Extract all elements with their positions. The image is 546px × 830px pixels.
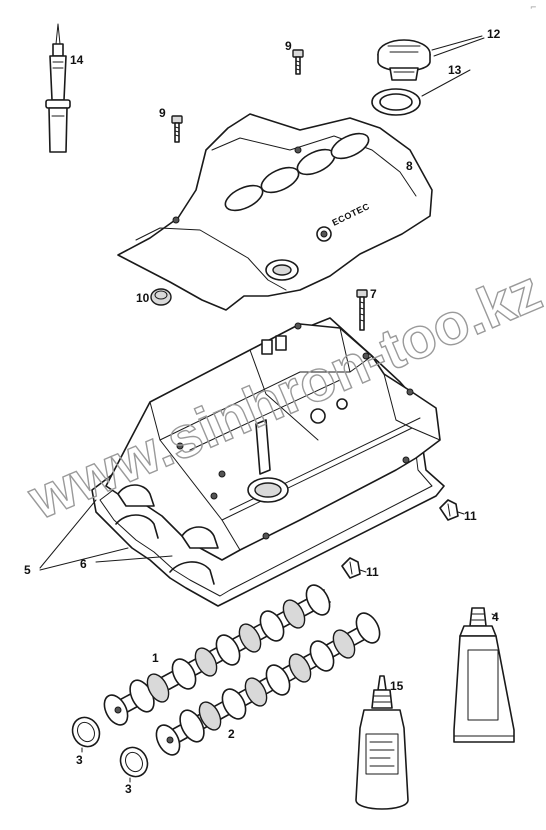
callout-3-upper: 3 [76, 753, 83, 767]
leader-11b [359, 569, 367, 573]
leader-4 [491, 613, 497, 617]
part-3-seal-lower [119, 746, 149, 778]
callout-6: 6 [80, 557, 87, 571]
leader-11a [457, 511, 465, 515]
callout-4: 4 [492, 610, 499, 624]
part-10-grommet [150, 288, 172, 306]
part-1-camshaft-intake [103, 584, 331, 726]
part-4-grease-tube [453, 607, 515, 743]
callout-9-left: 9 [159, 106, 166, 120]
callout-14: 14 [70, 53, 84, 67]
callout-11-upper: 11 [464, 509, 477, 523]
part-7-bolt [356, 289, 368, 331]
callout-2: 2 [228, 727, 235, 741]
leader-6 [95, 555, 173, 563]
leader-5a [39, 499, 97, 569]
part-15-liquid-bottle [355, 675, 409, 810]
part-11-clip-lower [341, 557, 361, 579]
part-9-bolt-top [292, 49, 304, 75]
part-11-clip-upper [439, 499, 459, 521]
leader-12 [431, 35, 483, 51]
corner-mark: ⌐ [530, 3, 537, 12]
callout-12: 12 [487, 27, 501, 41]
part-2-camshaft-exhaust [155, 612, 381, 756]
part-13-filler-cap-seal [371, 88, 421, 116]
callout-3-lower: 3 [125, 782, 132, 796]
callout-9-top: 9 [285, 39, 292, 53]
camshaft-cover [105, 322, 441, 561]
part-14-sealant-tube [45, 23, 71, 153]
part-12-oil-filler-cap [377, 39, 431, 81]
callout-1: 1 [152, 651, 159, 665]
callout-5: 5 [24, 563, 31, 577]
callout-8: 8 [406, 159, 413, 173]
leader-5b [39, 547, 129, 571]
part-8-engine-cover: ECOTEC [117, 113, 433, 311]
callout-11-lower: 11 [366, 565, 379, 579]
callout-15: 15 [390, 679, 404, 693]
callout-7: 7 [370, 287, 377, 301]
callout-13: 13 [448, 63, 462, 77]
callout-10: 10 [136, 291, 150, 305]
part-9-bolt-left [171, 115, 183, 143]
leader-13 [421, 69, 471, 97]
leader-12b [433, 37, 485, 57]
part-3-seal-upper [71, 716, 101, 748]
